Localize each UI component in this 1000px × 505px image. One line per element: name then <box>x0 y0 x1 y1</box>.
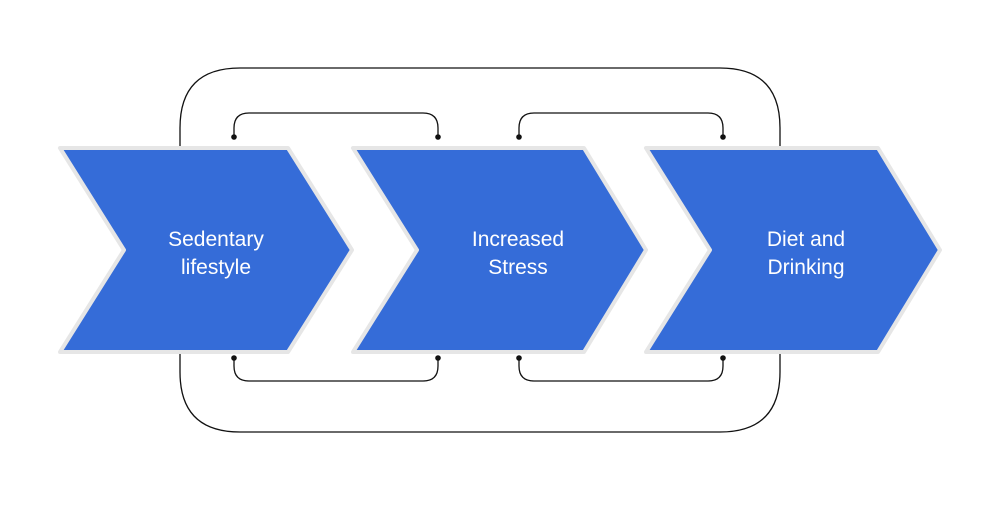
connector-dot <box>435 134 441 140</box>
step-1-label-line2: lifestyle <box>180 256 252 279</box>
chevron-step-2 <box>351 146 648 354</box>
connector-dot <box>231 355 237 361</box>
bottom-connector-1-2 <box>233 358 439 382</box>
top-connector-1-2 <box>233 112 439 137</box>
connector-dot <box>720 355 726 361</box>
step-2-label-line2: Stress <box>488 256 548 279</box>
step-1-label: Sedentary lifestyle <box>116 226 316 282</box>
step-3-label: Diet and Drinking <box>706 226 906 282</box>
chevron-step-1 <box>58 146 354 354</box>
step-3-label-line2: Drinking <box>767 256 845 279</box>
outer-loop-connector <box>179 67 781 433</box>
bottom-connector-2-3 <box>518 358 724 382</box>
connector-dot <box>720 134 726 140</box>
top-connector-2-3 <box>518 112 724 137</box>
step-1-label-line1: Sedentary <box>168 228 264 251</box>
connector-dot <box>516 134 522 140</box>
connector-dots <box>231 134 726 361</box>
chevron-step-3 <box>644 146 942 354</box>
step-3-label-line1: Diet and <box>766 228 846 251</box>
step-2-label: Increased Stress <box>418 226 618 282</box>
connector-dot <box>435 355 441 361</box>
connector-dot <box>231 134 237 140</box>
step-2-label-line1: Increased <box>471 228 565 251</box>
connector-dot <box>516 355 522 361</box>
